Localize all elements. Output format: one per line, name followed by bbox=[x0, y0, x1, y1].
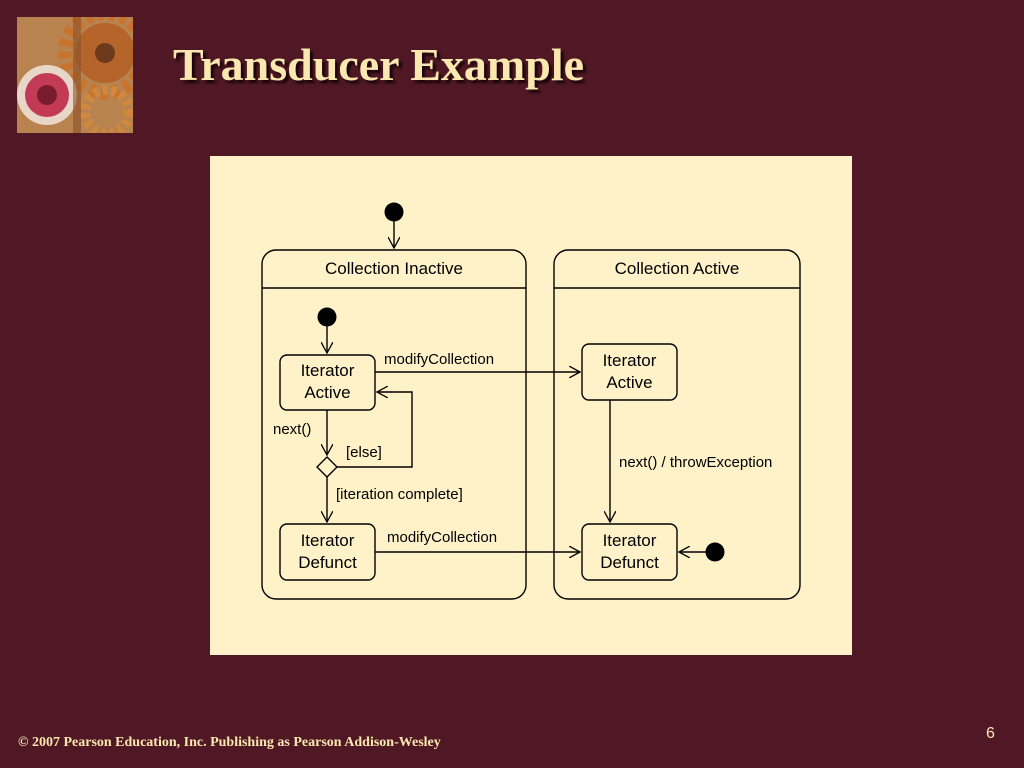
composite-state-inactive bbox=[261, 249, 527, 600]
initial-pseudostate-top bbox=[384, 202, 404, 222]
state-box-active-defunct bbox=[581, 523, 678, 581]
transition-label-next-throw: next() / throwException bbox=[619, 454, 773, 471]
state-diagram: Collection Inactive Collection Active It… bbox=[210, 156, 852, 655]
copyright-footer: © 2007 Pearson Education, Inc. Publishin… bbox=[18, 735, 441, 750]
guard-label-iteration-complete: [iteration complete] bbox=[336, 486, 463, 503]
page-number: 6 bbox=[986, 725, 995, 742]
state-diagram-canvas bbox=[261, 202, 801, 600]
transition-label-modify-bottom: modifyCollection bbox=[387, 529, 498, 546]
transition-else bbox=[337, 392, 413, 468]
composite-state-label-active: Collection Active bbox=[614, 259, 740, 278]
initial-pseudostate-inner bbox=[317, 307, 337, 327]
guard-label-else: [else] bbox=[346, 444, 382, 461]
transition-label-modify-top: modifyCollection bbox=[384, 351, 495, 368]
gears-logo-image bbox=[17, 17, 133, 133]
composite-state-label-inactive: Collection Inactive bbox=[325, 259, 463, 278]
transition-label-next: next() bbox=[273, 421, 312, 438]
composite-state-active bbox=[553, 249, 801, 600]
choice-diamond bbox=[316, 456, 338, 478]
state-box-active-active bbox=[581, 343, 678, 401]
initial-pseudostate-right bbox=[705, 542, 725, 562]
slide-title: Transducer Example bbox=[173, 39, 585, 90]
